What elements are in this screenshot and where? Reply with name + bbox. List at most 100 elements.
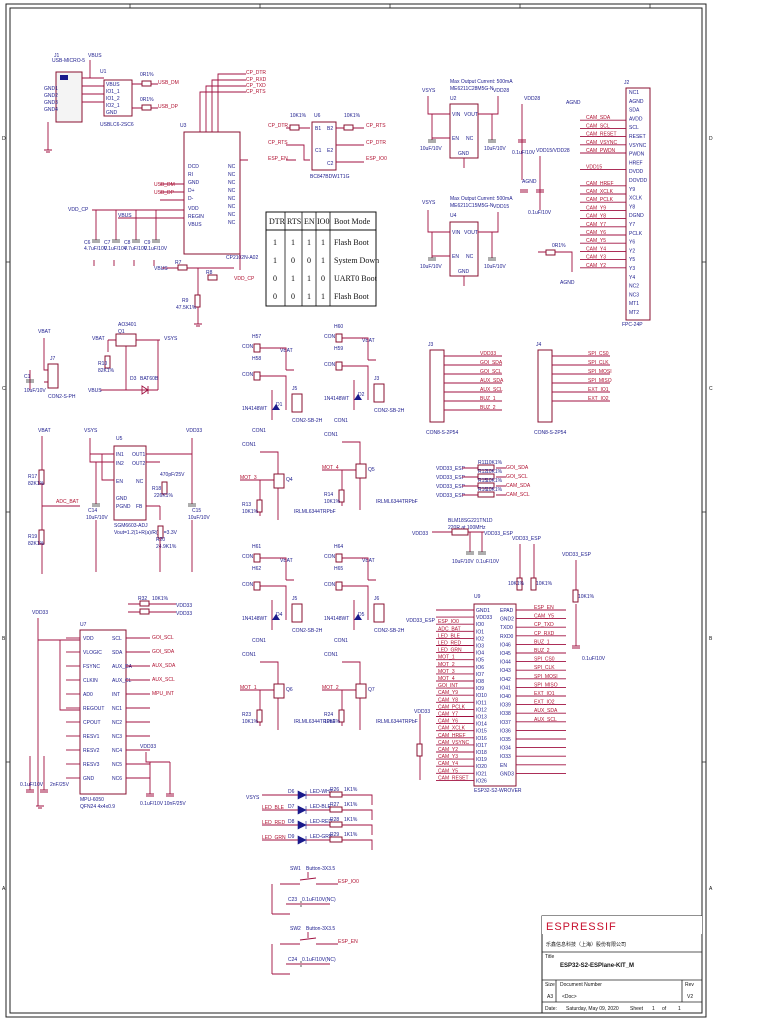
pin-label: GND3	[500, 771, 514, 777]
net-label: LED_RED	[262, 820, 285, 826]
ref-label: J1	[54, 53, 60, 59]
net-label: CAM_Y5	[534, 614, 554, 620]
date-label: Date:	[545, 1006, 557, 1012]
motor-drivers: H57CON1H58CON1VBAT1N4148WTD1J5CON2-SB-2H…	[240, 324, 418, 730]
table-header: Boot Mode	[334, 217, 371, 226]
ground-symbol	[44, 149, 52, 153]
ref-label: R29	[330, 832, 339, 838]
resistor	[104, 355, 111, 369]
pin-label: GND	[116, 496, 128, 502]
net-label: AUX_SDA	[152, 663, 176, 669]
part-label: CON2-SB-2H	[292, 418, 323, 424]
pin-label: IO44	[500, 660, 511, 666]
table-row: 1 1 1 1 Flash Boot	[273, 238, 370, 247]
pin-label: DGND	[629, 213, 644, 219]
value-label: 10uF/10V	[188, 515, 210, 521]
net-label: AGND	[566, 100, 581, 106]
net-label: VSYS	[164, 336, 178, 342]
net-label: MOT_1	[240, 685, 257, 691]
resistor	[161, 481, 168, 495]
ref-label: R26	[330, 787, 339, 793]
resistor	[572, 589, 579, 603]
value-label: 10uF/10V	[420, 146, 442, 152]
net-label: VDD33_ESP	[436, 493, 466, 499]
net-label: VDD33	[176, 603, 192, 609]
resistor	[530, 577, 537, 591]
pin-label: C1	[315, 148, 322, 154]
resistor	[545, 249, 556, 256]
ref-label: R15	[478, 478, 487, 484]
value-label: 0.1uF/10V(NC)	[302, 897, 336, 903]
ferrite-bead	[451, 528, 469, 536]
header-j4: J4 CON8-S-2P54 SPI_CS0SPI_CLKSPI_MOSISPI…	[534, 342, 612, 436]
net-label: AUX_SCL	[480, 387, 503, 393]
ref-label: H57	[252, 334, 261, 340]
ref-label: U6	[314, 113, 321, 119]
net-label: VBAT	[38, 329, 51, 335]
connector-label: CON1	[334, 638, 348, 644]
ref-label: R27	[330, 802, 339, 808]
battery-input: VBAT J7 CON2-S-PH C1 10uF/10V	[24, 329, 76, 400]
pin-label: NC2	[112, 720, 122, 726]
pin-label: GND1	[476, 608, 490, 614]
net-label: ADC_BAT	[438, 626, 461, 632]
pin-label: D+	[188, 188, 195, 194]
net-label: SPI_CS0	[534, 657, 555, 663]
pin-label: GND1	[44, 86, 58, 92]
table-cell: System Down	[334, 256, 379, 265]
net-label: CAM_SCL	[506, 492, 530, 498]
net-label: CAM_Y5	[438, 768, 458, 774]
ref-label: R10	[98, 361, 107, 367]
pin-label: IO7	[476, 672, 484, 678]
net-label: CAM_Y9	[586, 205, 606, 211]
net-label: CAM_PWDN	[586, 148, 616, 154]
net-label: CAM_PCLK	[438, 704, 466, 710]
pin-label: EN	[116, 479, 123, 485]
net-label: VDD33_ESP	[436, 484, 466, 490]
value-label: 0.1uF/10V	[20, 782, 44, 788]
part-label: CON2-SB-2H	[374, 408, 405, 414]
net-label: VDD33	[32, 610, 48, 616]
mpu-body	[79, 629, 127, 795]
net-label: SPI_CS0	[588, 351, 609, 357]
net-label: USB_DP	[154, 190, 175, 196]
net-label: EXT_IO2	[534, 700, 555, 706]
value-label: 0.1uF/10V	[104, 246, 128, 252]
pin-label: VDD	[83, 636, 94, 642]
value-label: 0R1%	[140, 97, 154, 103]
value-label: 10uF/10V	[420, 264, 442, 270]
part-label: IRLML6344TRPbF	[294, 509, 336, 515]
ref-label: C24	[288, 957, 297, 963]
pin-label: NC1	[112, 706, 122, 712]
doc-label: Document Number	[560, 982, 602, 988]
pin-label: D-	[188, 196, 194, 202]
resistor	[194, 294, 201, 308]
pin-label: VOUT	[464, 230, 478, 236]
ref-label: U1	[100, 69, 107, 75]
ref-label: C1	[24, 374, 31, 380]
net-label: CAM_SCL	[586, 123, 610, 129]
ref-label: U4	[450, 213, 457, 219]
value-label: 47.5K1%	[176, 305, 197, 311]
pin-label: AD0	[83, 692, 93, 698]
part-label: SGM6603-ADJ	[114, 523, 148, 529]
part-label: FPC-24P	[622, 322, 643, 328]
ref-label: R12	[478, 469, 487, 475]
value-label: 10uF/10V	[484, 146, 506, 152]
net-label: VDD_CP	[234, 276, 255, 282]
ref-label: Q6	[286, 687, 293, 693]
net-label: GOI_SCL	[480, 369, 502, 375]
value-label: 0.1uF/10V	[476, 559, 500, 565]
column-markers: D C B A D C B A	[2, 4, 713, 892]
net-label: CP_TXD	[534, 622, 554, 628]
pin-label: RI	[188, 172, 193, 178]
value-label: 0.1uF/10V	[512, 150, 536, 156]
ref-label: J7	[50, 356, 56, 362]
net-label: CAM_Y2	[438, 747, 458, 753]
table-header: DTR	[269, 217, 286, 226]
fpc-net-list: CAM_SDACAM_SCLCAM_RESETCAM_VSYNCCAM_PWDN…	[580, 115, 626, 269]
resistor	[139, 608, 150, 615]
part-label: AO3401	[118, 322, 137, 328]
net-label: CP_TXD	[246, 83, 266, 89]
part-label: LED-RED	[310, 819, 332, 825]
